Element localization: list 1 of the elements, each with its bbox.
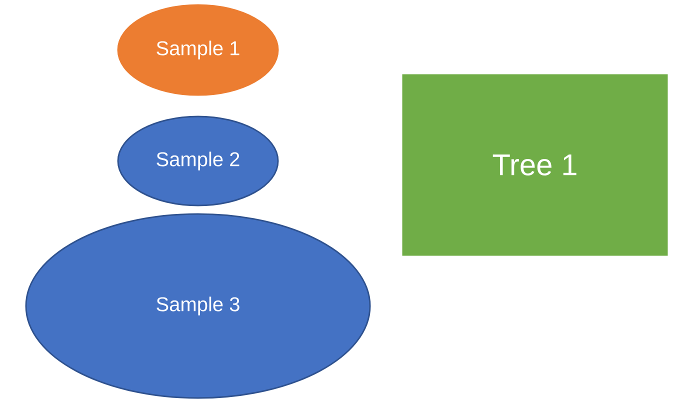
tree-box: Tree 1 [402,74,668,256]
